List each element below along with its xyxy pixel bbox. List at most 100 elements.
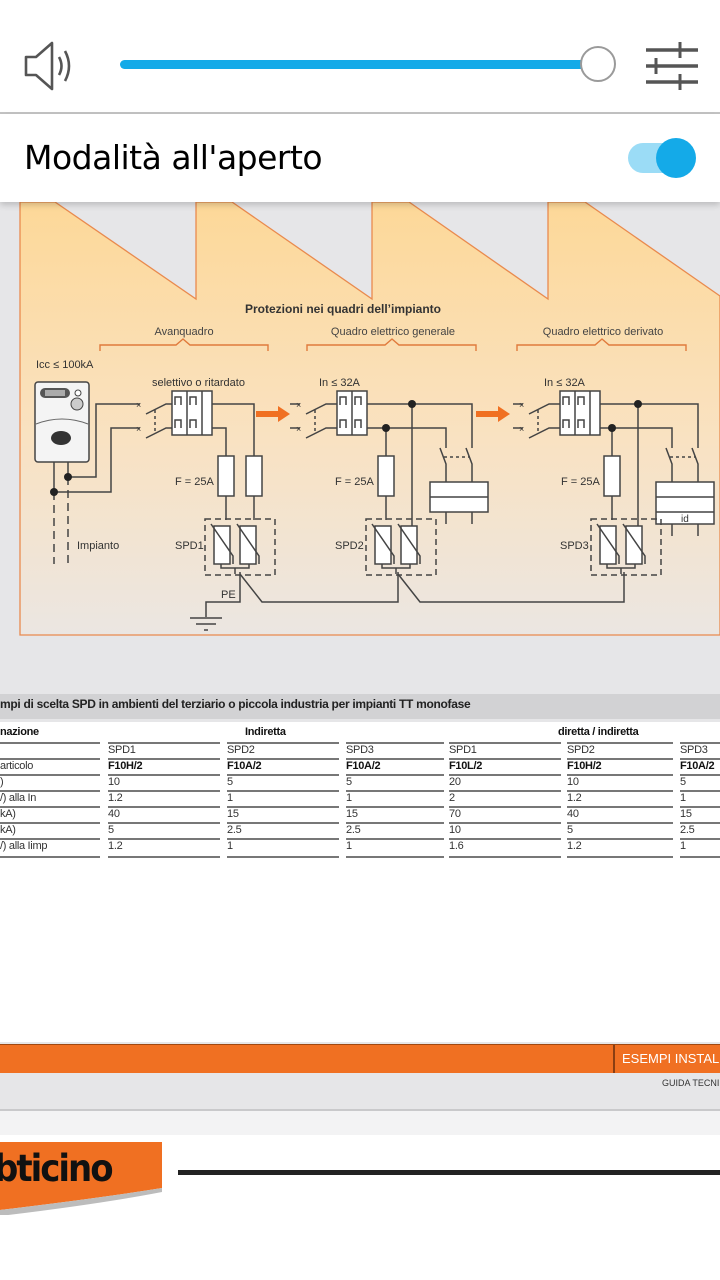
svg-text:×: × [519, 424, 524, 434]
table-rule [0, 774, 100, 776]
outdoor-mode-toggle[interactable] [626, 138, 696, 178]
speaker-icon[interactable] [22, 40, 74, 92]
column-spd: SPD1 [108, 744, 136, 756]
outdoor-mode-row[interactable]: Modalità all'aperto [0, 114, 720, 202]
table-rule [108, 758, 220, 760]
table-cell: 1 [680, 840, 686, 852]
table-cell: 15 [346, 808, 358, 820]
toggle-thumb [656, 138, 696, 178]
impianto-label: Impianto [77, 540, 119, 552]
table-rule [567, 838, 673, 840]
table-rule [108, 790, 220, 792]
equalizer-sliders-icon[interactable] [644, 40, 700, 92]
table-rule [108, 856, 220, 858]
fuse-icon [377, 455, 395, 497]
table-rule [680, 742, 720, 744]
column-article: F10L/2 [449, 760, 483, 772]
table-rule [567, 742, 673, 744]
table-rule [680, 838, 720, 840]
table-cell: 1 [227, 792, 233, 804]
svg-text:×: × [136, 400, 141, 410]
fuse-icon [603, 455, 621, 497]
fuse2-label: F = 25A [335, 476, 374, 488]
table-rule [346, 774, 444, 776]
section-label: ESEMPI INSTALLA [622, 1051, 720, 1066]
row-label: kA) [0, 808, 16, 820]
table-cell: 2.5 [680, 824, 695, 836]
spd3-label: SPD3 [560, 540, 589, 552]
table-rule [108, 838, 220, 840]
table-rule [227, 838, 339, 840]
svg-text:×: × [136, 424, 141, 434]
spd-selection-table: nazione Indiretta diretta / indiretta ar… [0, 722, 720, 862]
table-rule [0, 758, 100, 760]
svg-text:×: × [296, 400, 301, 410]
table-cell: 1.2 [567, 840, 582, 852]
table-rule [449, 856, 561, 858]
section-quadro-generale: Quadro elettrico generale [331, 326, 455, 338]
table-cell: 2.5 [227, 824, 242, 836]
table-cell: 5 [227, 776, 233, 788]
row-label: /) alla In [0, 792, 37, 804]
breaker1-label: selettivo o ritardato [152, 377, 245, 389]
table-rule [227, 806, 339, 808]
table-cell: 1.6 [449, 840, 464, 852]
table-rule [567, 822, 673, 824]
circuit-stage-3: ××id [513, 390, 715, 576]
row-label: kA) [0, 824, 16, 836]
table-cell: 20 [449, 776, 461, 788]
table-rule [449, 838, 561, 840]
meter-label: Icc ≤ 100kA [36, 359, 94, 371]
table-rule [227, 774, 339, 776]
table-rule [346, 822, 444, 824]
table-cell: 5 [108, 824, 114, 836]
column-spd: SPD1 [449, 744, 477, 756]
table-cell: 1 [346, 792, 352, 804]
table-rule [567, 806, 673, 808]
table-rule [346, 806, 444, 808]
document-viewer[interactable]: Protezioni nei quadri dell’impianto Avan… [0, 202, 720, 1280]
group-diretta-indiretta: diretta / indiretta [558, 726, 639, 738]
table-cell: 10 [567, 776, 579, 788]
table-rule [567, 856, 673, 858]
table-rule [680, 806, 720, 808]
volume-slider[interactable] [118, 46, 620, 84]
table-rule [108, 774, 220, 776]
logo-text: bticino [0, 1147, 114, 1191]
table-cell: 10 [449, 824, 461, 836]
volume-slider-knob[interactable] [580, 46, 616, 82]
table-rule [680, 790, 720, 792]
table-rule [680, 774, 720, 776]
table-cell: 5 [680, 776, 686, 788]
table-rule [227, 822, 339, 824]
table-cell: 1.2 [567, 792, 582, 804]
row-label: /) alla Iimp [0, 840, 48, 852]
table-rule [227, 742, 339, 744]
guide-label: GUIDA TECNI [662, 1078, 720, 1088]
column-spd: SPD3 [346, 744, 374, 756]
breaker2-label: In ≤ 32A [319, 377, 361, 389]
page-gap [0, 1111, 720, 1135]
table-rule [346, 790, 444, 792]
table-cell: 10 [108, 776, 120, 788]
column-article: F10H/2 [567, 760, 602, 772]
group-indiretta: Indiretta [245, 726, 286, 738]
table-cell: 2.5 [346, 824, 361, 836]
table-rule [0, 806, 100, 808]
flow-arrow-icon [476, 406, 510, 422]
table-title: mpi di scelta SPD in ambienti del terzia… [0, 697, 471, 711]
fuse-icon [217, 455, 235, 497]
table-cell: 40 [108, 808, 120, 820]
table-cell: 2 [449, 792, 455, 804]
table-rule [449, 790, 561, 792]
header-rule [178, 1170, 720, 1175]
circuit-stage-1: ×× [130, 390, 276, 576]
table-rule [0, 790, 100, 792]
column-spd: SPD2 [227, 744, 255, 756]
ground-icon [190, 617, 222, 631]
table-rule [449, 806, 561, 808]
table-cell: 1 [227, 840, 233, 852]
table-title-bar: mpi di scelta SPD in ambienti del terzia… [0, 694, 720, 719]
table-rule [449, 742, 561, 744]
volume-slider-fill [120, 60, 590, 69]
